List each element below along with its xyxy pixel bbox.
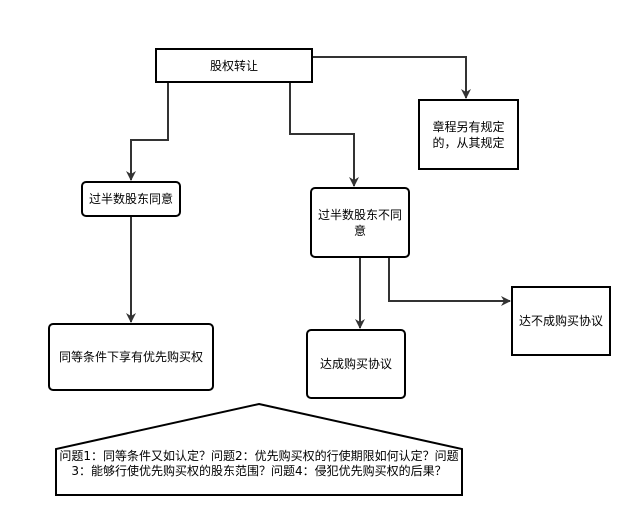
arrow-root-to-charter bbox=[313, 56, 471, 99]
node-label: 过半数股东不同意 bbox=[318, 207, 403, 238]
node-label: 过半数股东同意 bbox=[89, 192, 174, 206]
node-label: 达不成购买协议 bbox=[519, 314, 604, 328]
node-majority-disagree: 过半数股东不同意 bbox=[310, 187, 410, 258]
node-label: 股权转让 bbox=[209, 58, 258, 73]
node-label: 章程另有规定的，从其规定 bbox=[432, 119, 505, 150]
node-preemptive-right: 同等条件下享有优先购买权 bbox=[48, 323, 214, 391]
arrow-root-to-agree bbox=[126, 82, 169, 181]
node-label: 达成购买协议 bbox=[319, 357, 392, 371]
arrow-disagree-to-failed bbox=[388, 257, 511, 306]
node-agreement-reached: 达成购买协议 bbox=[306, 329, 406, 399]
arrow-root-to-disagree bbox=[289, 82, 359, 187]
node-equity-transfer: 股权转让 bbox=[155, 48, 313, 83]
node-majority-agree: 过半数股东同意 bbox=[81, 181, 181, 217]
node-agreement-failed: 达不成购买协议 bbox=[511, 286, 611, 356]
node-charter-provision: 章程另有规定的，从其规定 bbox=[418, 99, 519, 170]
questions-text: 问题1：同等条件又如认定？问题2：优先购买权的行使期限如何认定？问题3：能够行使… bbox=[59, 449, 459, 478]
questions-shape bbox=[55, 402, 463, 496]
node-label: 同等条件下享有优先购买权 bbox=[58, 350, 203, 364]
